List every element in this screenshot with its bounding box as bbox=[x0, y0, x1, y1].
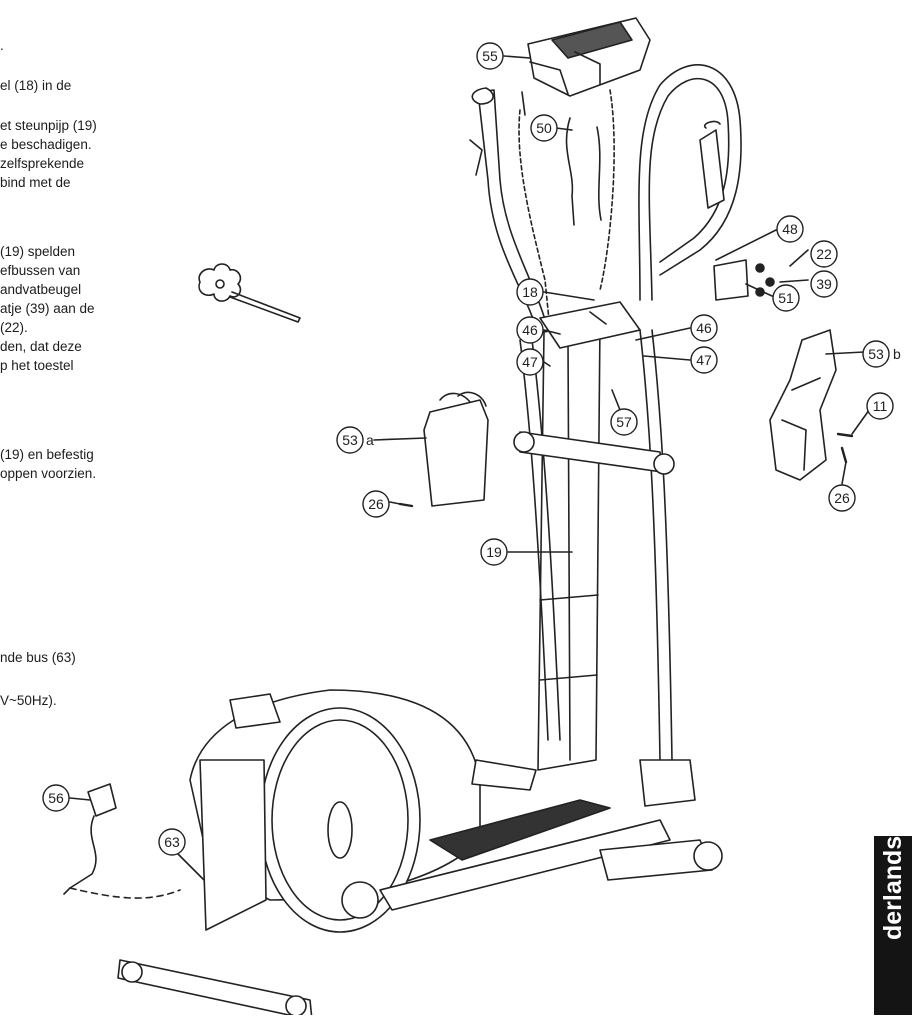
callout-46b bbox=[690, 314, 718, 342]
text-line: bind met de bbox=[0, 175, 71, 190]
callout-63 bbox=[158, 828, 186, 856]
power-adapter bbox=[63, 783, 181, 899]
callout-22 bbox=[810, 240, 838, 268]
callout-label: 26 bbox=[834, 490, 850, 506]
callout-46a bbox=[516, 316, 544, 344]
text-line: e beschadigen. bbox=[0, 137, 92, 152]
callout-label: 56 bbox=[48, 790, 64, 806]
text-line: nde bus (63) bbox=[0, 650, 76, 665]
callout-label: 11 bbox=[873, 398, 888, 414]
callout-label: 63 bbox=[164, 834, 180, 850]
text-line: atje (39) aan de bbox=[0, 301, 95, 316]
callout-label: 47 bbox=[522, 354, 538, 370]
callout-label: 26 bbox=[368, 496, 384, 512]
callout-47a bbox=[516, 348, 544, 376]
callout-label: 53 bbox=[868, 346, 884, 362]
callout-suffix: b bbox=[893, 346, 901, 362]
callout-48 bbox=[776, 215, 804, 243]
callout-label: 22 bbox=[816, 246, 832, 262]
callout-label: 50 bbox=[536, 120, 552, 136]
language-tab: derlands bbox=[874, 836, 912, 1015]
callout-26b bbox=[828, 484, 856, 512]
text-line: (19) spelden bbox=[0, 244, 76, 259]
text-line: den, dat deze bbox=[0, 339, 82, 354]
callout-label: 46 bbox=[696, 320, 712, 336]
callout-26a bbox=[362, 490, 390, 518]
callout-53a bbox=[336, 426, 364, 454]
text-line: zelfsprekende bbox=[0, 156, 85, 171]
callout-47b bbox=[690, 346, 718, 374]
callout-53b bbox=[862, 340, 890, 368]
callout-label: 39 bbox=[816, 276, 832, 292]
callout-label: 47 bbox=[696, 352, 712, 368]
callout-50 bbox=[530, 114, 558, 142]
text-line: oppen voorzien. bbox=[0, 466, 97, 481]
callout-19 bbox=[480, 538, 508, 566]
text-line: andvatbeugel bbox=[0, 282, 82, 297]
text-line: . bbox=[0, 38, 4, 53]
callout-label: 51 bbox=[778, 290, 794, 306]
text-line: p het toestel bbox=[0, 358, 74, 373]
text-line: el (18) in de bbox=[0, 78, 72, 93]
callout-label: 46 bbox=[522, 322, 538, 338]
text-line: (22). bbox=[0, 320, 28, 335]
wrench-tool-icon bbox=[198, 263, 301, 323]
callout-label: 18 bbox=[522, 284, 538, 300]
text-line: et steunpijp (19) bbox=[0, 118, 97, 133]
text-line: (19) en befestig bbox=[0, 447, 94, 462]
callout-55 bbox=[476, 42, 504, 70]
console bbox=[521, 17, 651, 116]
text-line: efbussen van bbox=[0, 263, 81, 278]
callout-11 bbox=[866, 392, 894, 420]
callouts bbox=[42, 42, 894, 856]
callout-label: 48 bbox=[782, 221, 798, 237]
callout-label: 53 bbox=[342, 432, 358, 448]
callout-suffix: a bbox=[366, 432, 374, 448]
callout-label: 55 bbox=[482, 48, 498, 64]
callout-56 bbox=[42, 784, 70, 812]
callout-57 bbox=[610, 408, 638, 436]
text-line: V~50Hz). bbox=[0, 693, 57, 708]
callout-39 bbox=[810, 270, 838, 298]
callout-18 bbox=[516, 278, 544, 306]
callout-label: 57 bbox=[616, 414, 632, 430]
callout-label: 19 bbox=[486, 544, 502, 560]
callout-51 bbox=[772, 284, 800, 312]
